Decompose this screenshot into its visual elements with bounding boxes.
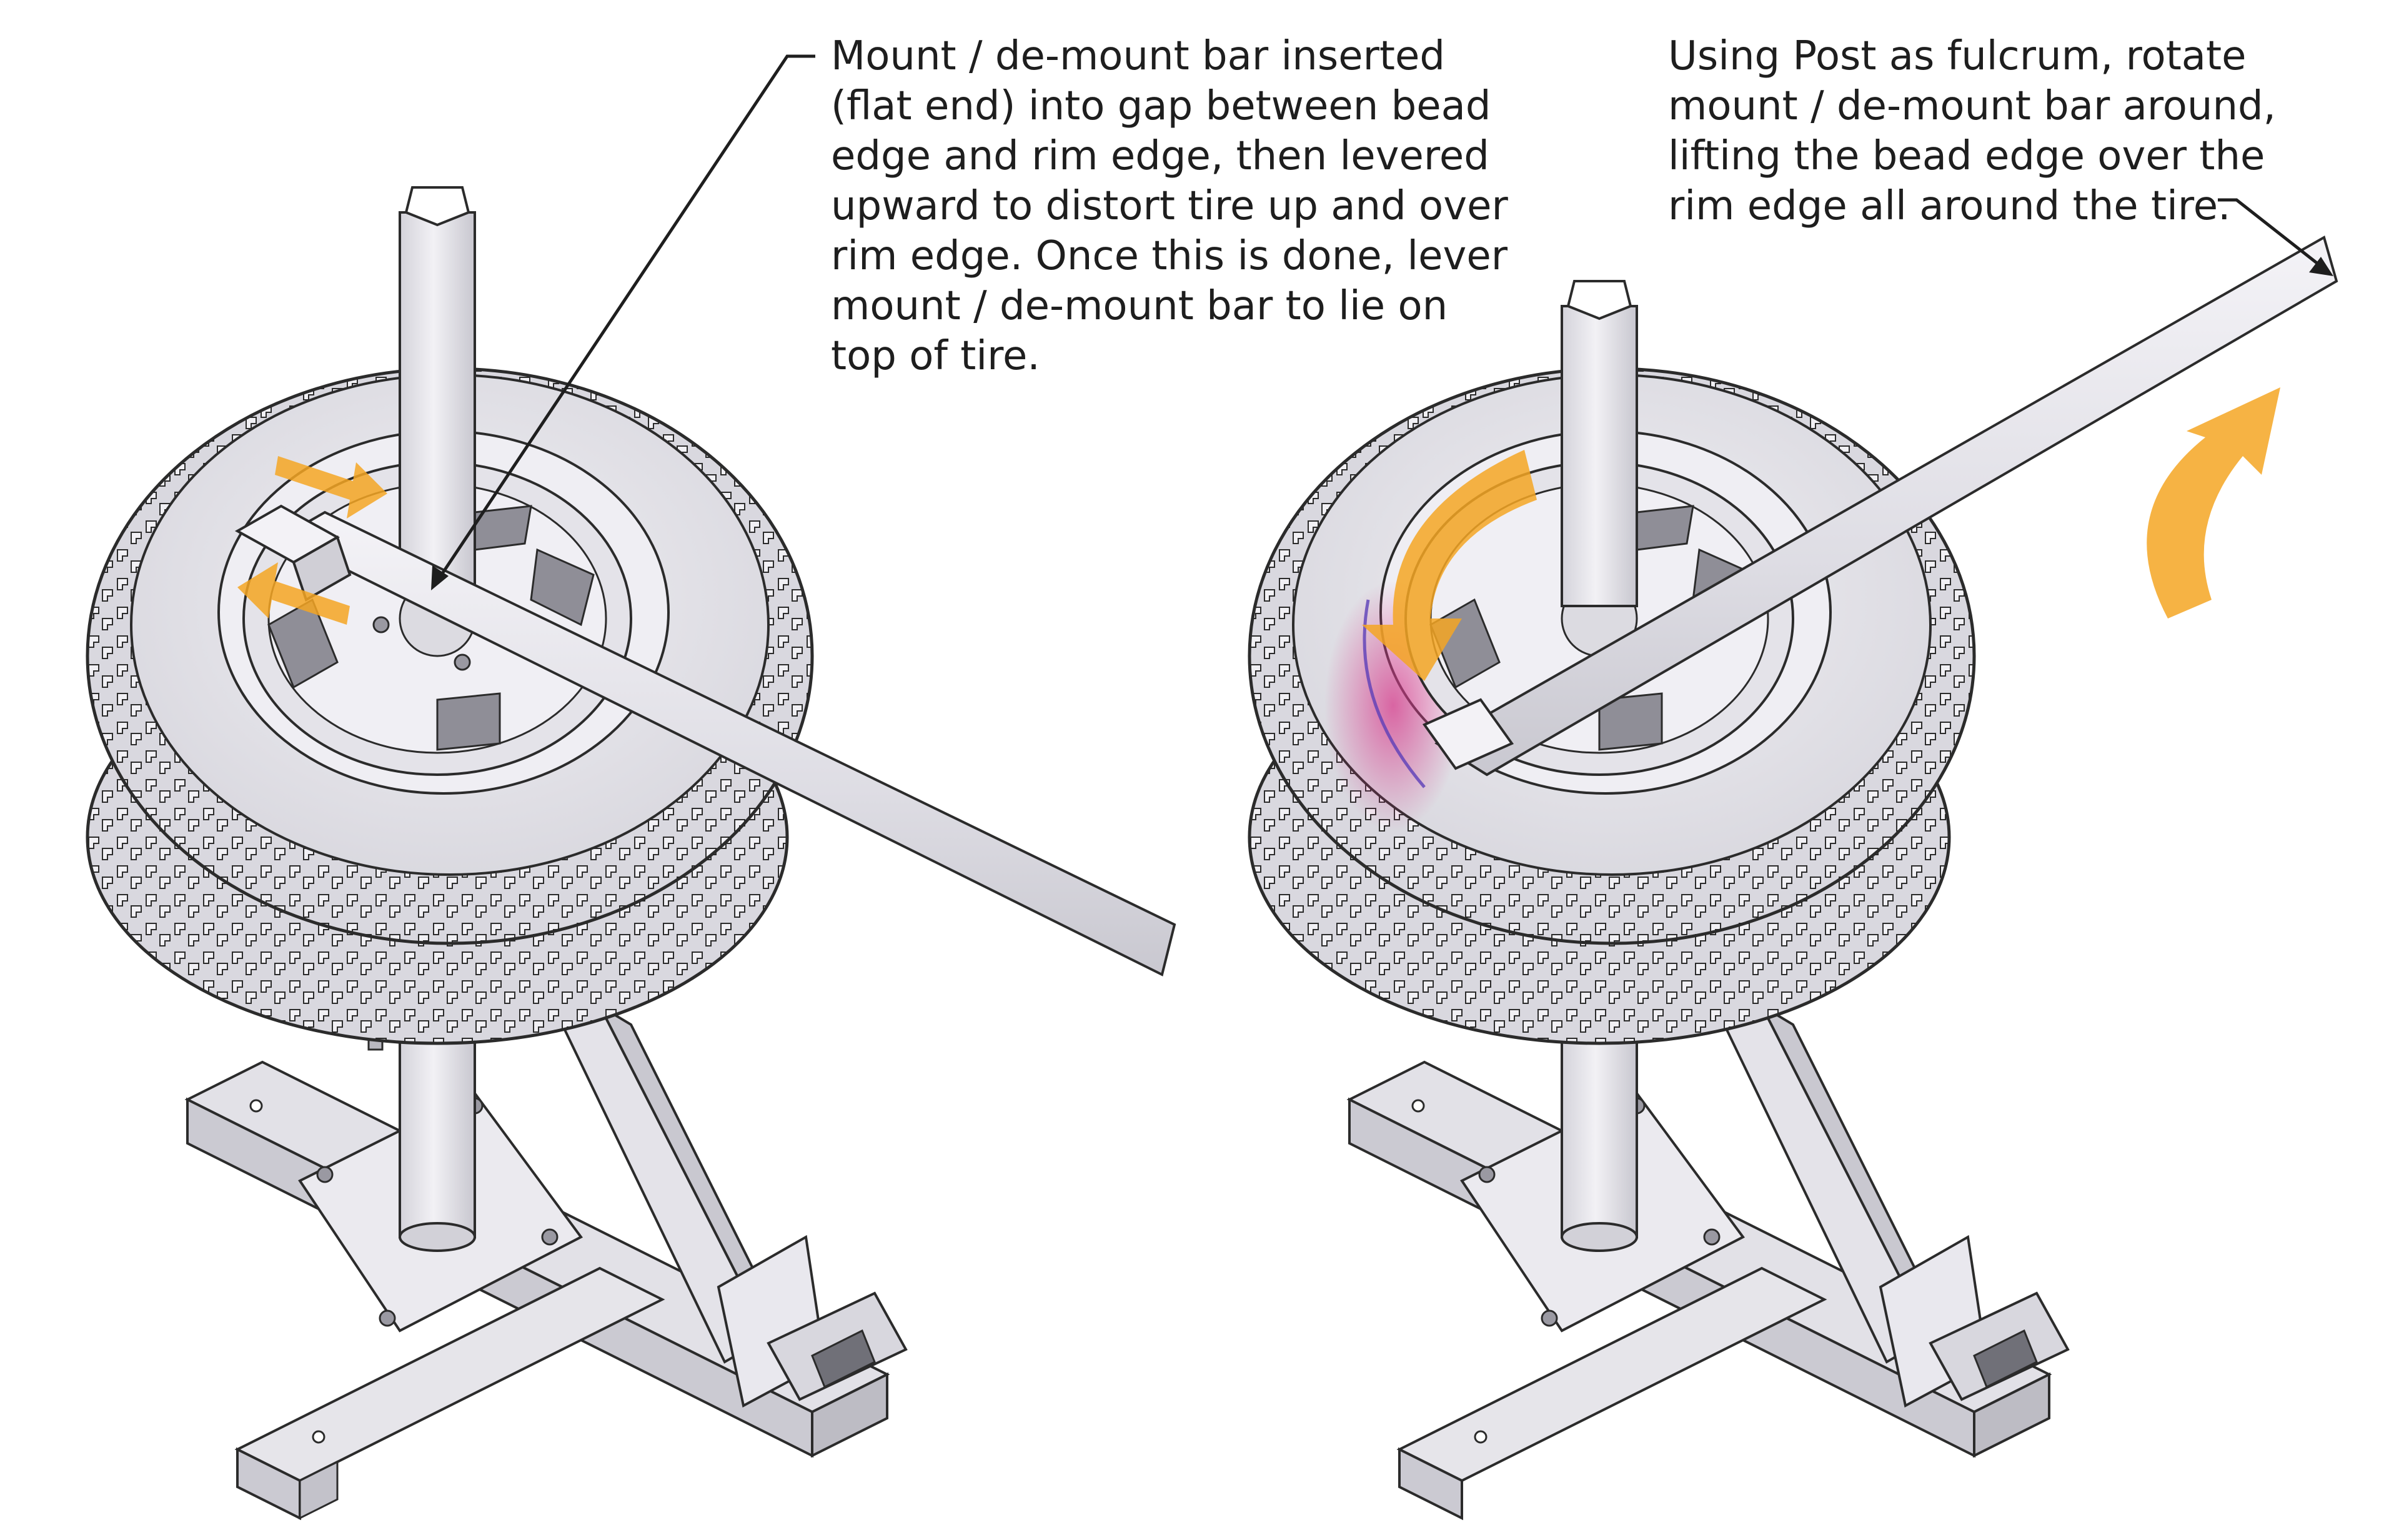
caption-insert-bar: Mount / de-mount bar inserted (flat end)… <box>831 31 1508 381</box>
mount-demount-bar <box>234 504 1176 976</box>
arrowhead-icon <box>431 565 449 590</box>
motion-arrows <box>237 456 387 625</box>
brace-arm <box>1722 1002 2070 1408</box>
center-post-upper <box>1561 280 1638 607</box>
arrow-icon <box>237 562 350 625</box>
caption-line: edge and rim edge, then levered <box>831 133 1489 179</box>
caption-line: mount / de-mount bar around, <box>1668 83 2276 129</box>
callout-leader <box>431 54 815 590</box>
caption-line: Using Post as fulcrum, rotate <box>1668 33 2247 79</box>
caption-line: upward to distort tire up and over <box>831 183 1508 229</box>
mount-demount-bar <box>1422 235 2338 777</box>
caption-line: mount / de-mount bar to lie on <box>831 283 1448 329</box>
caption-line: rim edge all around the tire. <box>1668 183 2231 229</box>
curved-arrow-icon <box>1362 450 1537 681</box>
caption-line: lifting the bead edge over the <box>1668 133 2265 179</box>
brace-arm <box>560 1002 908 1408</box>
caption-rotate-bar: Using Post as fulcrum, rotate mount / de… <box>1668 31 2276 231</box>
caption-line: (flat end) into gap between bead <box>831 83 1491 129</box>
curved-arrow-icon <box>2147 387 2280 618</box>
callout-leader <box>2218 198 2333 276</box>
panel-insert-bar <box>86 54 1176 1521</box>
panel-rotate-bar <box>1248 198 2338 1521</box>
motion-arrows <box>1362 387 2280 681</box>
caption-line: Mount / de-mount bar inserted <box>831 33 1445 79</box>
caption-line: rim edge. Once this is done, lever <box>831 233 1508 279</box>
center-post-upper <box>399 186 476 589</box>
arrow-icon <box>275 456 387 519</box>
arrowhead-icon <box>2309 257 2333 276</box>
caption-line: top of tire. <box>831 333 1040 379</box>
